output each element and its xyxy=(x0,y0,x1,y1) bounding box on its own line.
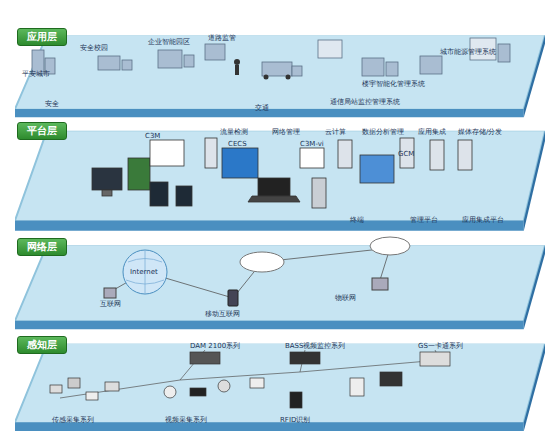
item-label: 安全 xyxy=(45,100,59,108)
panel-face xyxy=(524,246,545,330)
item-label: 流量检测 xyxy=(220,128,248,136)
panel-face xyxy=(524,344,545,431)
layer-tab: 感知层 xyxy=(17,336,67,354)
panel-face xyxy=(15,35,545,109)
item-label: 互联网 xyxy=(100,300,121,308)
item-label: 云计算 xyxy=(325,128,346,136)
item-label: 媒体存储/分发 xyxy=(458,128,502,136)
item-label: 管理平台 xyxy=(410,216,438,224)
item-label: 通信局站监控管理系统 xyxy=(330,98,400,106)
layer-panel: 网络层 xyxy=(15,238,545,332)
item-label: GS一卡通系列 xyxy=(418,342,463,350)
item-label: 应用集成 xyxy=(418,128,446,136)
item-label: 数据分析管理 xyxy=(362,128,404,136)
item-label: 交通 xyxy=(255,104,269,112)
item-label: 楼宇智能化管理系统 xyxy=(362,80,425,88)
item-label: CECS xyxy=(228,140,247,148)
panel-face xyxy=(524,131,545,231)
panel-face xyxy=(15,344,545,422)
item-label: C3M-vi xyxy=(300,140,324,148)
item-label: 安全校园 xyxy=(80,44,108,52)
panel-shape xyxy=(15,238,545,332)
item-label: 视频采集系列 xyxy=(165,416,207,424)
item-label: 终端 xyxy=(350,216,364,224)
item-label: 物联网 xyxy=(335,294,356,302)
item-label: C3M xyxy=(145,132,160,140)
item-label: 应用集成平台 xyxy=(462,216,504,224)
item-label: BASS视频监控系列 xyxy=(285,342,345,350)
item-label: 企业智能园区 xyxy=(148,38,190,46)
item-label: 道路监管 xyxy=(208,34,236,42)
item-label: Internet xyxy=(130,268,158,276)
panel-face xyxy=(15,221,524,231)
item-label: GCM xyxy=(398,150,414,158)
item-label: 传感采集系列 xyxy=(52,416,94,424)
item-label: 移动互联网 xyxy=(205,310,240,318)
item-label: 网络管理 xyxy=(272,128,300,136)
panel-face xyxy=(15,109,524,117)
layer-tab: 平台层 xyxy=(17,122,67,140)
layer-tab: 应用层 xyxy=(17,28,67,46)
item-label: 城市能源管理系统 xyxy=(440,48,496,56)
item-label: DAM 2100系列 xyxy=(190,342,240,350)
panel-face xyxy=(15,321,524,329)
panel-face xyxy=(524,35,545,117)
layer-tab: 网络层 xyxy=(17,238,67,256)
panel-face xyxy=(15,131,545,221)
item-label: 平安城市 xyxy=(22,70,50,78)
item-label: RFID识别 xyxy=(280,416,310,424)
panel-face xyxy=(15,246,545,321)
